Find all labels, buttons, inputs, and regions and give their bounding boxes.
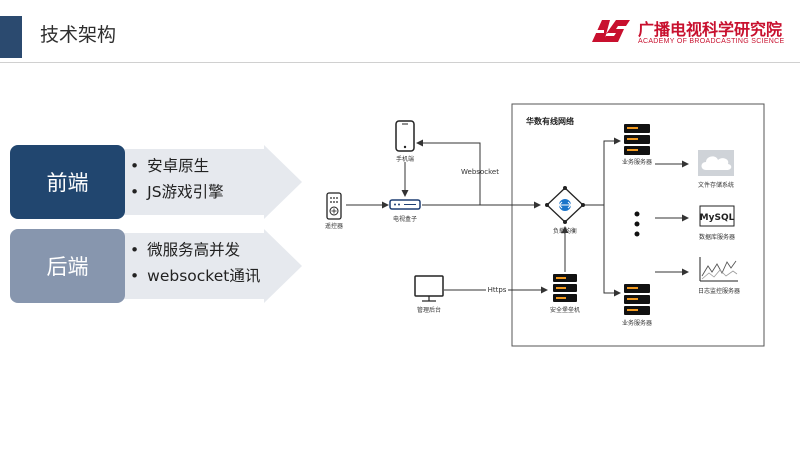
server-bottom-label: 业务服务器 xyxy=(622,319,652,327)
network-boundary xyxy=(511,103,765,347)
title-divider xyxy=(0,62,800,63)
lb-label: 负载均衡 xyxy=(553,227,577,235)
admin-label: 管理后台 xyxy=(417,306,441,314)
monitoring-chart-icon xyxy=(699,257,738,282)
logo-english-name: ACADEMY OF BROADCASTING SCIENCE xyxy=(638,38,785,45)
frontend-label: 前端 xyxy=(46,171,89,195)
frontend-item: JS游戏引擎 xyxy=(130,179,223,205)
bastion-label: 安全堡垒机 xyxy=(550,306,580,314)
cloud-storage-icon xyxy=(698,150,734,176)
mysql-database-icon: MySQL xyxy=(699,205,735,227)
network-title: 华数有线网络 xyxy=(526,116,574,126)
stb-label: 电视盒子 xyxy=(393,215,417,223)
phone-icon xyxy=(395,120,415,152)
websocket-label: Websocket xyxy=(461,168,499,176)
set-top-box-icon xyxy=(389,199,421,210)
server-top-label: 业务服务器 xyxy=(622,158,652,166)
mysql-logo-text: MySQL xyxy=(700,213,735,223)
https-label: Https xyxy=(488,286,507,294)
frontend-items: 安卓原生 JS游戏引擎 xyxy=(130,153,224,205)
file-storage-label: 文件存储系统 xyxy=(698,181,734,189)
business-server-icon xyxy=(624,284,650,315)
frontend-item: 安卓原生 xyxy=(130,153,224,179)
load-balancer-icon xyxy=(545,186,585,224)
remote-label: 遥控器 xyxy=(325,222,343,230)
logo-mark-icon xyxy=(588,20,630,42)
business-server-icon xyxy=(624,124,650,155)
backend-label: 后端 xyxy=(46,255,89,279)
title-accent-bar xyxy=(0,16,22,58)
remote-control-icon xyxy=(326,192,342,220)
academy-logo: 广播电视科学研究院 ACADEMY OF BROADCASTING SCIENC… xyxy=(586,16,800,56)
more-servers-dots xyxy=(634,211,640,237)
bastion-server-icon xyxy=(553,274,577,302)
database-label: 数据库服务器 xyxy=(699,233,735,241)
frontend-label-box: 前端 xyxy=(10,145,125,219)
page-title: 技术架构 xyxy=(40,24,117,46)
admin-monitor-icon xyxy=(414,275,444,302)
phone-label: 手机端 xyxy=(396,155,414,163)
backend-label-box: 后端 xyxy=(10,229,125,303)
monitor-label: 日志监控服务器 xyxy=(698,287,740,295)
backend-item: 微服务高并发 xyxy=(130,237,260,263)
logo-chinese-name: 广播电视科学研究院 xyxy=(638,20,783,39)
backend-item: websocket通讯 xyxy=(130,263,260,289)
backend-items: 微服务高并发 websocket通讯 xyxy=(130,237,260,289)
